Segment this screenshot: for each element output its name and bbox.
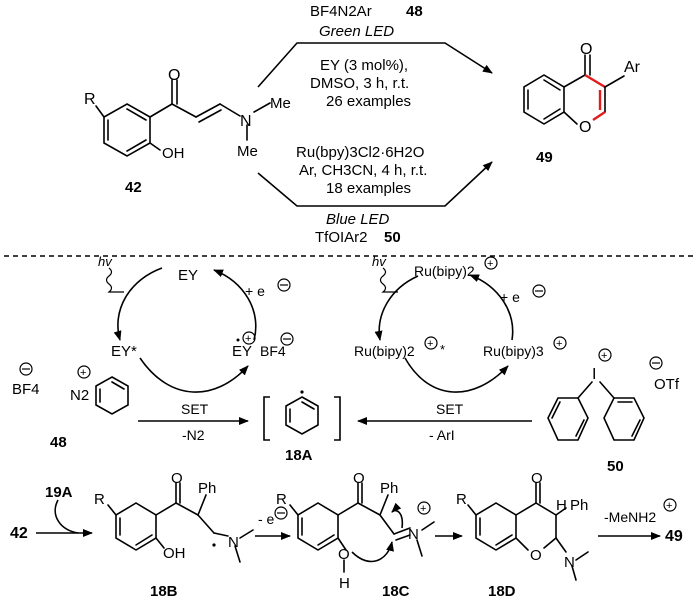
eosin-hv: hv [98,254,113,269]
iodonium-otf: OTf [654,376,680,393]
18B-hydroxyl: OH [163,545,186,562]
mech-electron-loss: - e [258,511,275,527]
eosin-radical-cation: EY [232,343,252,360]
svg-text:+: + [666,500,672,512]
sm-label: 42 [125,179,142,196]
eosin-bf4-counterion: BF4 [260,343,286,359]
minus-n2: -N2 [182,427,205,443]
blue-led-arrow [257,161,493,207]
reagent-48-number: 48 [406,3,423,20]
eosin-excited: EY* [111,343,137,360]
18C-hydrogen: H [339,575,350,592]
green-cond-1: EY (3 mol%), [320,57,408,74]
intermediate-18C: O Ph N + O H R 18C [276,470,435,600]
blue-cond-3: 18 examples [326,180,411,197]
set-right: SET [436,401,464,417]
green-cond-2: DMSO, 3 h, r.t. [310,75,409,92]
green-led-label: Green LED [319,23,394,40]
blue-cond-1: Ru(bpy)3Cl2·6H2O [296,144,424,161]
18C-label: 18C [382,583,410,600]
starting-material-42: O N Me Me OH R 42 [84,67,291,196]
radical-label: 18A [285,447,313,464]
diazonium-48: BF4 + N2 48 [12,362,129,451]
mech-start: 42 [10,525,28,542]
svg-text:+: + [487,258,493,270]
svg-text:+: + [427,338,433,350]
sm-methyl-2: Me [237,143,258,160]
18C-oxygen-h: O [338,546,350,563]
eosin-ground: EY [178,267,198,284]
mech-amine-loss: -MeNH2 [604,509,656,525]
sm-methyl-1: Me [270,95,291,112]
mech-end: 49 [665,528,683,545]
18C-r: R [276,491,287,508]
18B-label: 18B [150,583,178,600]
18D-label: 18D [488,583,516,600]
green-led-arrow [257,42,493,88]
18D-r: R [456,491,467,508]
minus-ari: - ArI [429,427,455,443]
18B-phenyl: Ph [198,480,216,497]
diazonium-n2: N2 [70,387,89,404]
svg-text:+: + [245,333,251,345]
18C-nitrogen: N [408,526,419,543]
ru-hv: hv [372,254,387,269]
intermediate-18D: O H Ph O N R 18D [456,470,589,600]
ru-excited: Ru(bipy)2 [354,343,415,359]
blue-cond-2: Ar, CH3CN, 4 h, r.t. [299,162,427,179]
reagent-iodonium: TfOIAr2 [315,229,368,246]
svg-text:*: * [440,342,445,357]
sm-hydroxyl: OH [162,145,185,162]
green-cond-3: 26 examples [326,93,411,110]
product-aryl: Ar [624,59,641,76]
blue-led-label: Blue LED [326,211,390,228]
green-conditions: BF4N2Ar 48 Green LED EY (3 mol%), DMSO, … [310,3,423,110]
18C-oxygen: O [353,470,365,487]
18D-hydrogen: H [556,497,567,514]
18B-r: R [94,491,105,508]
18D-phenyl: Ph [570,497,588,514]
product-label: 49 [536,149,553,166]
18D-ring-oxygen: O [530,547,542,564]
18D-oxygen: O [531,470,543,487]
aryl-radical-18A: 18A [263,390,341,464]
18B-nitrogen: N [228,534,239,551]
iodonium-label: 50 [607,458,624,475]
ru-oxidized: Ru(bipy)3 [483,343,544,359]
18B-oxygen: O [171,470,183,487]
iodonium-50: I + OTf 50 [547,348,680,475]
set-left: SET [181,401,209,417]
svg-text:+: + [601,350,607,362]
reagent-aryldiazonium: BF4N2Ar [310,3,372,20]
diazonium-bf4: BF4 [12,381,40,398]
product-carbonyl-o: O [580,41,592,58]
ru-electron: + e [500,289,520,305]
product-49: O O Ar 49 [523,41,641,166]
eosin-cycle: hv EY EY* EY + BF4 + e [98,254,294,393]
sm-oxygen: O [168,67,180,84]
reagent-50-number: 50 [384,229,401,246]
blue-conditions: Ru(bpy)3Cl2·6H2O Ar, CH3CN, 4 h, r.t. 18… [296,144,427,246]
18D-nitrogen: N [564,554,575,571]
svg-text:+: + [80,367,86,379]
diazonium-label: 48 [50,434,67,451]
svg-text:+: + [556,338,562,350]
svg-text:+: + [420,503,426,515]
ruthenium-cycle: hv Ru(bipy)2 + Ru(bipy)2 + * Ru(bipy)3 +… [354,254,567,393]
sm-r-group: R [84,91,96,108]
iodonium-iodine: I [592,366,596,383]
intermediate-18B: O Ph N OH R 18B [94,470,254,600]
eosin-electron: + e [245,283,265,299]
sm-nitrogen: N [240,113,252,130]
ru-ground: Ru(bipy)2 [414,263,475,279]
product-ring-o: O [579,119,591,136]
18C-phenyl: Ph [380,480,398,497]
mech-reagent: 19A [45,484,73,501]
